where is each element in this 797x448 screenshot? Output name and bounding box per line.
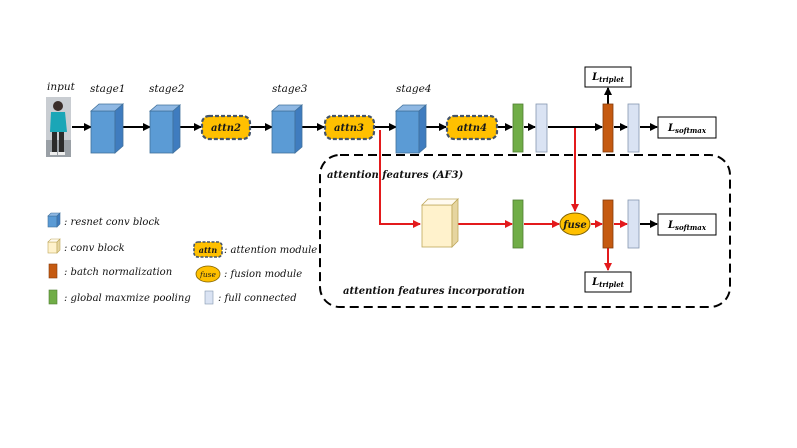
legend-gmp-icon [48,289,58,305]
legend-attn-icon-text: attn [199,245,218,255]
af3-container [319,154,731,308]
attn4-label: attn4 [457,123,487,134]
input-label: input [47,81,76,93]
legend-resnet-text: : resnet conv block [64,217,160,228]
triplet-loss-branch: Ltriplet [584,271,632,293]
triplet-branch-l: L [591,277,599,288]
svg-text:Ltriplet: Ltriplet [591,277,625,289]
fc-block-af3 [627,199,640,249]
resnet-block-stage2 [148,104,182,154]
triplet-loss-main: Ltriplet [584,66,632,88]
resnet-block-stage1 [89,103,125,154]
main-arrows [72,87,658,131]
af3-title: attention features (AF3) [327,170,464,181]
resnet-block-stage4 [394,104,428,154]
softmax-main-l: L [667,123,675,134]
stage1-label: stage1 [90,83,125,95]
softmax-branch-sub: softmax [675,223,707,232]
stage2-label: stage2 [149,83,185,95]
red-arrows [379,128,628,271]
softmax-branch-l: L [667,220,675,231]
triplet-main-sub: triplet [599,75,625,84]
legend-conv-text: : conv block [64,243,125,254]
legend-resnet-icon [47,212,61,228]
attention-module-attn3: attn3 [323,114,376,141]
bn-block-af3 [602,199,614,249]
attention-module-attn4: attn4 [445,114,499,141]
legend-fc-icon [204,290,214,305]
legend-gmp-text: : global maxmize pooling [64,293,191,304]
attn3-label: attn3 [334,123,364,134]
legend-bn-icon [48,263,58,279]
fusion-module: fuse [559,212,591,236]
conv-block-af3 [421,198,459,248]
fc-block-main [535,103,548,153]
legend-attn-icon: attn [193,241,223,258]
legend-attn-text: : attention module [224,245,317,256]
legend-fuse-icon-text: fuse [199,270,216,279]
legend-fuse-icon: fuse [195,265,221,283]
legend: : resnet conv block : conv block : batch… [47,212,317,305]
stage3-label: stage3 [272,83,308,95]
gmp-block-af3 [512,199,524,249]
input-person-image [46,97,71,157]
svg-text:Lsoftmax: Lsoftmax [667,123,707,135]
legend-conv-icon [47,238,61,254]
fc-block-main-2 [627,103,640,153]
gmp-block-main [512,103,524,153]
legend-fuse-text: : fusion module [224,269,302,280]
fuse-label: fuse [562,220,587,231]
bn-block-main [602,103,614,153]
softmax-loss-main: Lsoftmax [657,116,717,139]
af3-footer: attention features incorporation [343,286,525,297]
triplet-main-l: L [591,72,599,83]
softmax-loss-branch: Lsoftmax [657,213,717,236]
stage4-label: stage4 [396,83,431,95]
legend-bn-text: : batch normalization [64,267,172,278]
resnet-block-stage3 [270,104,304,154]
triplet-branch-sub: triplet [599,280,625,289]
attention-module-attn2: attn2 [200,114,252,141]
attn2-label: attn2 [211,123,241,134]
softmax-main-sub: softmax [675,126,707,135]
legend-fc-text: : full connected [218,293,297,304]
svg-text:Ltriplet: Ltriplet [591,72,625,84]
svg-text:Lsoftmax: Lsoftmax [667,220,707,232]
